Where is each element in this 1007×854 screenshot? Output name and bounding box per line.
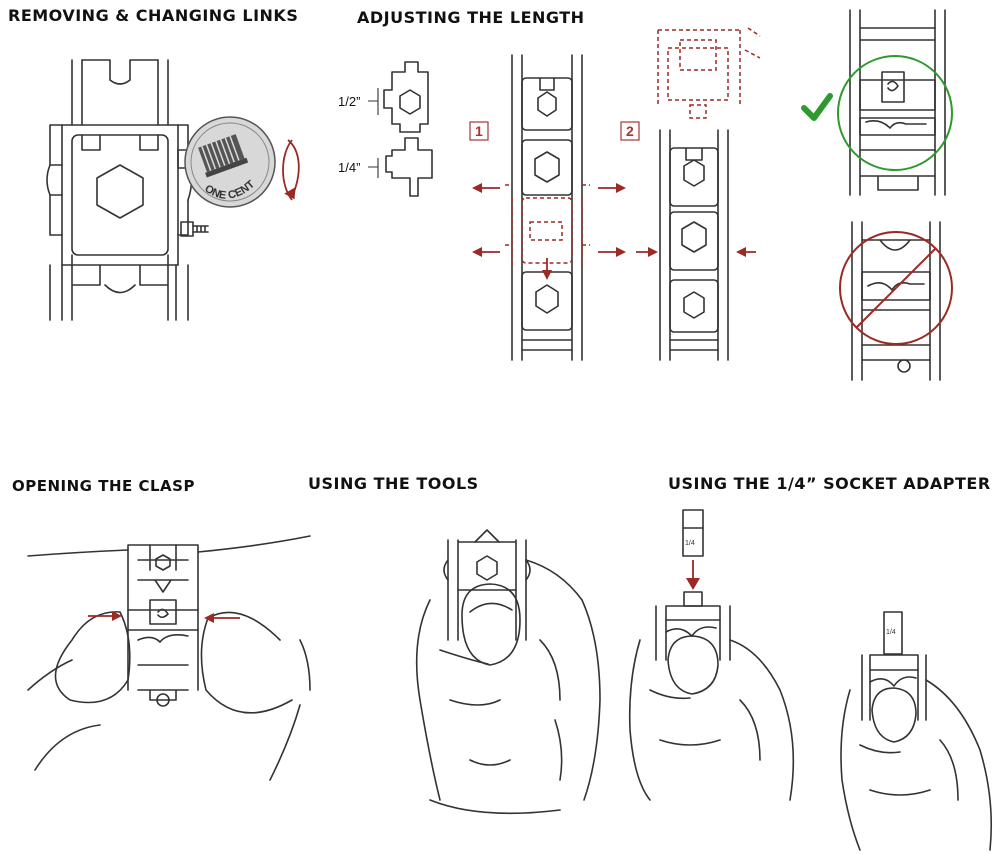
socket-adapter-step-b: 1/4 <box>840 611 993 851</box>
push-arrows <box>636 247 756 257</box>
svg-text:1: 1 <box>475 123 483 139</box>
removed-link-ghost <box>657 27 761 119</box>
using-tools-diagram <box>415 529 601 815</box>
hex-wrench-cutout <box>96 164 144 219</box>
bracelet-step-2 <box>636 129 756 361</box>
no-sign-icon <box>839 231 953 345</box>
svg-text:2: 2 <box>626 123 634 139</box>
title-adjusting-length: ADJUSTING THE LENGTH <box>357 8 585 27</box>
bracelet-step-1 <box>472 54 626 361</box>
adapter-tag-b: 1/4 <box>886 629 896 636</box>
check-mark-icon <box>801 93 833 121</box>
title-opening-clasp: OPENING THE CLASP <box>12 477 195 495</box>
rotate-arrow-icon <box>282 139 300 201</box>
socket-size-legend: 1/2” 1/4” <box>338 61 433 197</box>
removing-links-diagram: ONE CENT <box>46 59 300 321</box>
adapter-tag-a: 1/4 <box>685 540 695 547</box>
screw <box>180 221 209 237</box>
incorrect-clasp-diagram <box>851 221 941 381</box>
opening-clasp-diagram <box>27 535 311 781</box>
step-2-badge: 2 <box>620 121 640 141</box>
title-using-tools: USING THE TOOLS <box>308 474 479 493</box>
pull-arrows <box>472 183 626 280</box>
title-socket-adapter: USING THE 1/4” SOCKET ADAPTER <box>668 474 991 493</box>
label-half-inch: 1/2” <box>338 94 360 109</box>
label-quarter-inch: 1/4” <box>338 160 360 175</box>
correct-clasp-diagram <box>837 9 953 196</box>
penny-coin: ONE CENT <box>184 116 276 208</box>
title-removing-links: REMOVING & CHANGING LINKS <box>8 6 299 25</box>
socket-adapter-step-a: 1/4 <box>628 509 795 801</box>
step-1-badge: 1 <box>469 121 489 141</box>
